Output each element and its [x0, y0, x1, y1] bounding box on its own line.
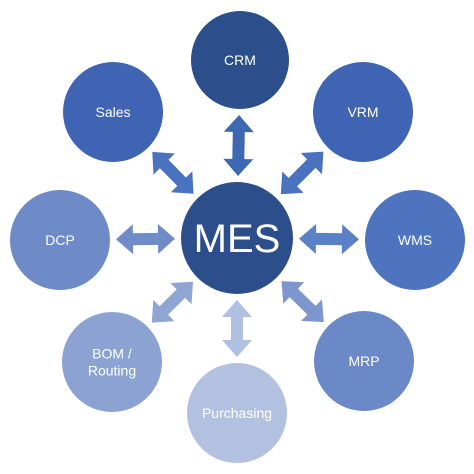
node-circle-vrm: [313, 62, 413, 162]
arrow-vrm: [280, 151, 324, 195]
arrows-layer: [116, 115, 359, 357]
nodes-layer: CRM VRM WMS MRP Purchasing BOM /Routing DCP Sal…: [10, 11, 465, 463]
node-crm: CRM: [191, 11, 289, 109]
node-dcp: DCP: [10, 190, 110, 290]
arrow-purchasing: [222, 300, 252, 357]
node-label-bom-routing-line-2: Routing: [88, 363, 136, 379]
center-label: MES: [194, 217, 281, 261]
node-label-bom-routing-line-1: BOM /: [92, 346, 132, 362]
node-circle-sales: [63, 62, 163, 162]
node-label-mrp: MRP: [348, 353, 379, 369]
node-purchasing: Purchasing: [187, 363, 287, 463]
node-circle-bom-routing: [62, 312, 162, 412]
arrow-bom-routing: [151, 281, 193, 323]
node-label-wms: WMS: [398, 232, 432, 248]
node-label-vrm: VRM: [347, 104, 378, 120]
center-node: MES: [181, 182, 293, 294]
arrow-wms: [299, 223, 359, 255]
node-sales: Sales: [63, 62, 163, 162]
node-vrm: VRM: [313, 62, 413, 162]
arrow-mrp: [281, 281, 324, 322]
node-circle-crm: [191, 11, 289, 109]
center-circle: [181, 182, 293, 294]
node-circle-wms: [365, 190, 465, 290]
node-wms: WMS: [365, 190, 465, 290]
arrow-crm: [223, 115, 254, 176]
node-circle-mrp: [314, 311, 414, 411]
node-circle-dcp: [10, 190, 110, 290]
node-bom-routing: BOM /Routing: [62, 312, 162, 412]
node-mrp: MRP: [314, 311, 414, 411]
node-label-dcp: DCP: [45, 232, 75, 248]
arrow-dcp: [116, 223, 175, 255]
node-circle-purchasing: [187, 363, 287, 463]
node-label-purchasing: Purchasing: [202, 405, 272, 421]
node-label-sales: Sales: [95, 104, 130, 120]
node-label-crm: CRM: [224, 52, 256, 68]
arrow-sales: [152, 151, 194, 194]
